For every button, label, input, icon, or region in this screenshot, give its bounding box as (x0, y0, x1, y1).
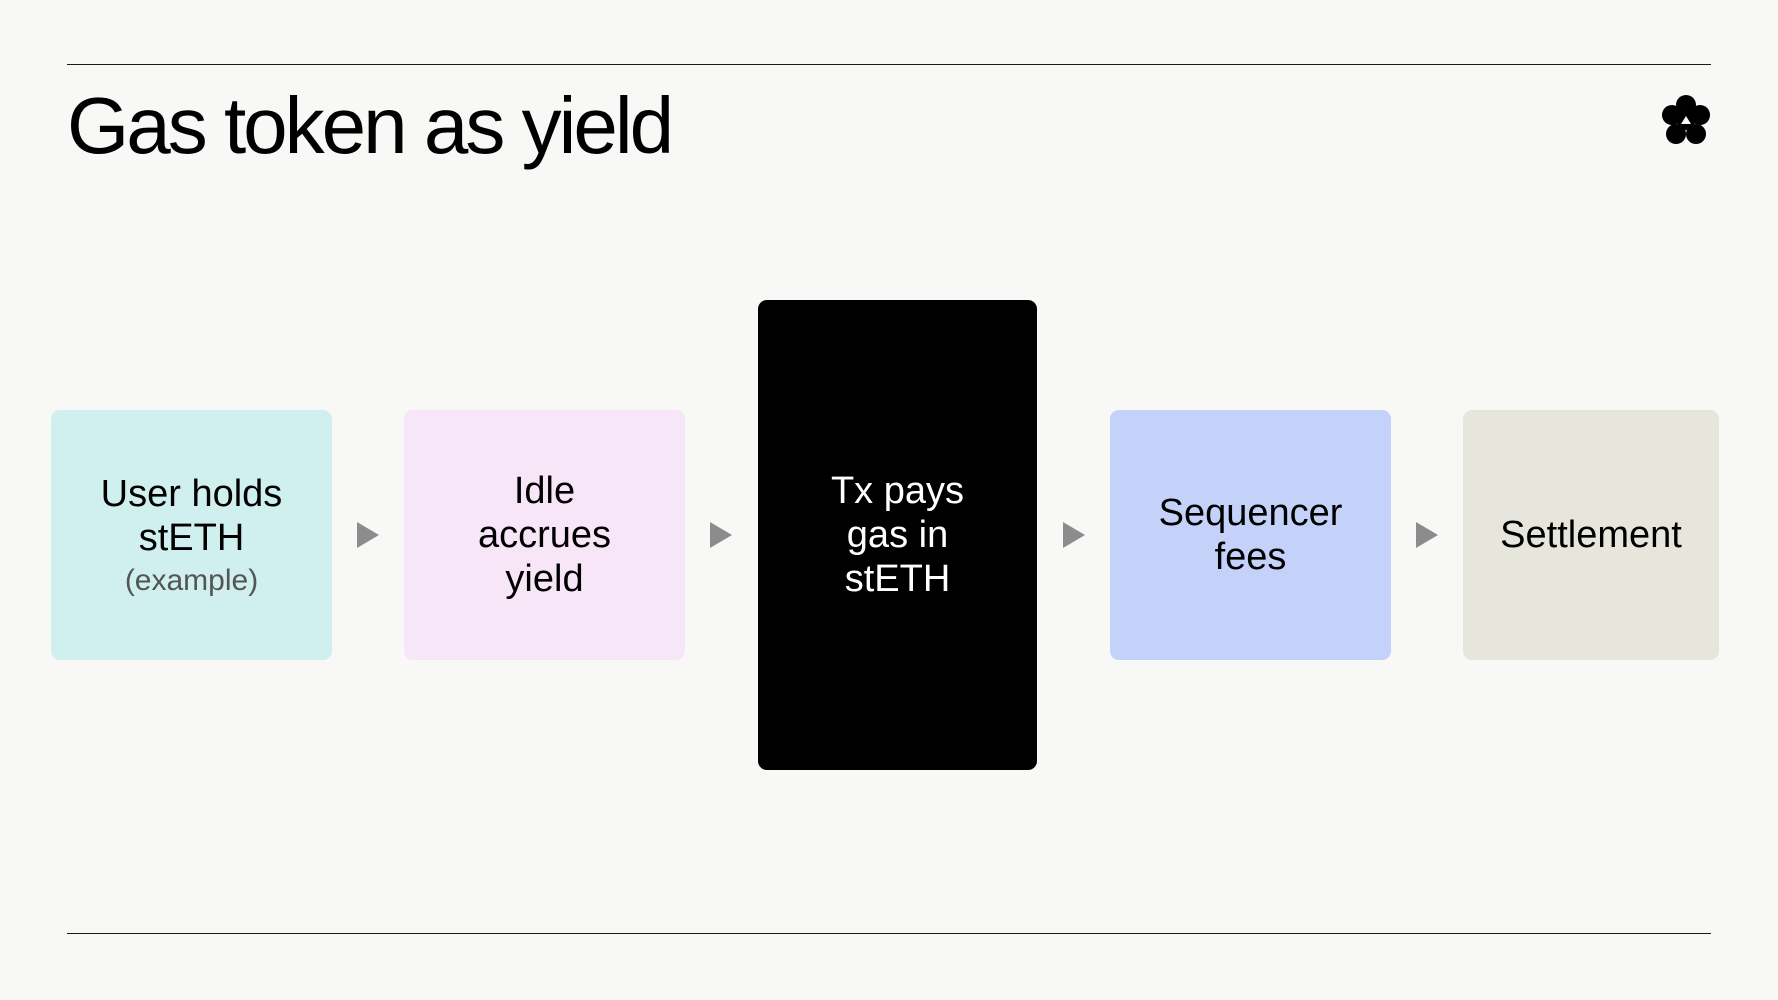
arrow-right-icon (1416, 522, 1438, 548)
step-settlement: Settlement (1463, 410, 1719, 660)
arrow-right-icon (357, 522, 379, 548)
step-label: Sequencer fees (1158, 491, 1343, 578)
slide-title: Gas token as yield (67, 81, 674, 170)
step-sequencer-fees: Sequencer fees (1110, 410, 1391, 660)
step-label: Tx pays gas in stETH (830, 469, 965, 601)
step-user-holds-steth: User holds stETH (example) (51, 410, 332, 660)
arrow-right-icon (1063, 522, 1085, 548)
bottom-divider (67, 933, 1711, 934)
step-note: (example) (124, 563, 259, 597)
step-label: Settlement (1500, 513, 1682, 556)
arrow-right-icon (710, 522, 732, 548)
step-tx-pays-gas: Tx pays gas in stETH (758, 300, 1037, 770)
step-label: User holds stETH (100, 472, 283, 559)
flower-logo-icon (1662, 95, 1710, 144)
step-label: Idle accrues yield (477, 469, 612, 601)
step-idle-accrues-yield: Idle accrues yield (404, 410, 685, 660)
top-divider (67, 64, 1711, 65)
